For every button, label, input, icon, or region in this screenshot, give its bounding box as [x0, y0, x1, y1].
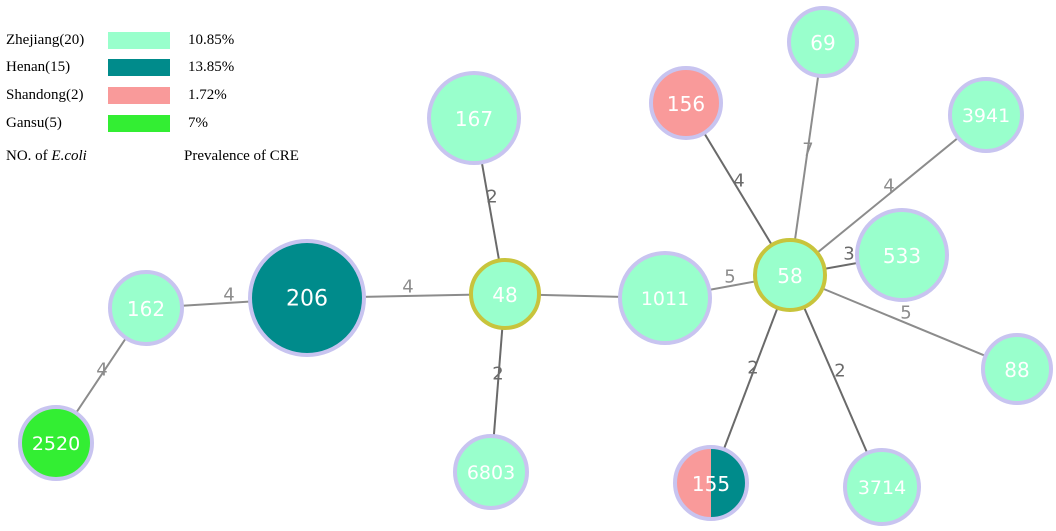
edge-label-48-167: 2	[486, 187, 497, 208]
node-156: 156	[649, 66, 723, 140]
node-3714: 3714	[843, 448, 921, 526]
legend-swatch	[108, 32, 170, 49]
node-circle	[108, 270, 184, 346]
edge-label-58-155: 2	[747, 358, 758, 379]
node-1011: 1011	[618, 251, 712, 345]
node-label: 162	[127, 297, 165, 321]
node-circle	[753, 238, 827, 312]
edge-58-88	[789, 274, 1018, 370]
node-circle	[948, 77, 1024, 153]
node-88: 88	[981, 333, 1053, 405]
node-label: 2520	[32, 433, 80, 455]
edge-label-58-69: 7	[802, 140, 813, 161]
legend-value: 7%	[188, 115, 208, 131]
node-ring	[673, 445, 749, 521]
edge-label-1011-58: 5	[724, 267, 735, 288]
node-155: 155	[673, 445, 749, 521]
legend-name: Shandong(2)	[6, 87, 84, 103]
legend-footer-italic: E.coli	[51, 148, 87, 164]
node-label: 156	[667, 92, 705, 116]
legend-value: 13.85%	[188, 59, 235, 75]
node-label: 48	[492, 283, 517, 307]
edge-label-58-88: 5	[900, 303, 911, 324]
node-circle	[787, 6, 859, 78]
edge-58-69	[789, 41, 824, 276]
node-3941: 3941	[948, 77, 1024, 153]
node-circle	[618, 251, 712, 345]
edge-label-48-6803: 2	[492, 364, 503, 385]
edge-label-58-3941: 4	[883, 176, 894, 197]
node-circle	[248, 239, 366, 357]
node-2520: 2520	[18, 405, 94, 481]
legend-footer-prefix: NO. of	[6, 148, 52, 164]
legend-name: Gansu(5)	[6, 115, 62, 131]
node-48: 48	[469, 258, 541, 330]
node-label: 1011	[641, 288, 689, 310]
edge-label-58-156: 4	[733, 171, 744, 192]
node-label: 167	[455, 107, 493, 131]
node-label: 69	[810, 31, 835, 55]
node-slice-henan	[711, 447, 747, 519]
node-label: 6803	[467, 462, 515, 484]
node-circle	[843, 448, 921, 526]
legend-name: Henan(15)	[6, 59, 71, 75]
node-circle	[855, 208, 949, 302]
node-slice-shandong	[675, 447, 711, 519]
legend-value: 10.85%	[188, 32, 235, 48]
edge-label-2520-162: 4	[96, 360, 107, 381]
legend-name: Zhejiang(20)	[6, 32, 85, 48]
node-167: 167	[427, 71, 521, 165]
edge-label-206-48: 4	[402, 277, 413, 298]
node-circle	[18, 405, 94, 481]
edge-label-162-206: 4	[223, 285, 234, 306]
node-206: 206	[248, 239, 366, 357]
node-circle	[469, 258, 541, 330]
node-533: 533	[855, 208, 949, 302]
node-label: 533	[883, 244, 921, 268]
legend-footer-count: NO. of E.coli	[6, 148, 87, 165]
node-58: 58	[753, 238, 827, 312]
edge-label-58-3714: 2	[834, 361, 845, 382]
node-label: 3714	[858, 477, 906, 499]
node-69: 69	[787, 6, 859, 78]
edge-58-3941	[789, 114, 987, 276]
legend: Zhejiang(20) 10.85% Henan(15) 13.85% Sha…	[0, 0, 340, 180]
node-label: 58	[777, 264, 802, 288]
legend-value: 1.72%	[188, 87, 227, 103]
node-label: 3941	[962, 105, 1010, 127]
edge-label-58-533: 3	[843, 244, 854, 265]
legend-swatch	[108, 87, 170, 104]
legend-footer-prevalence: Prevalence of CRE	[184, 148, 299, 164]
node-label: 206	[286, 287, 328, 312]
node-circle	[453, 434, 529, 510]
node-162: 162	[108, 270, 184, 346]
legend-swatch	[108, 59, 170, 76]
node-circle	[427, 71, 521, 165]
node-label: 88	[1004, 358, 1029, 382]
node-circle	[981, 333, 1053, 405]
node-6803: 6803	[453, 434, 529, 510]
nodes-layer: 206 162 2520 48 167 6803 1011 58 156 69 3941 533 88 3…	[18, 6, 1053, 526]
node-circle	[649, 66, 723, 140]
node-label: 155	[692, 472, 730, 496]
legend-swatch	[108, 115, 170, 132]
